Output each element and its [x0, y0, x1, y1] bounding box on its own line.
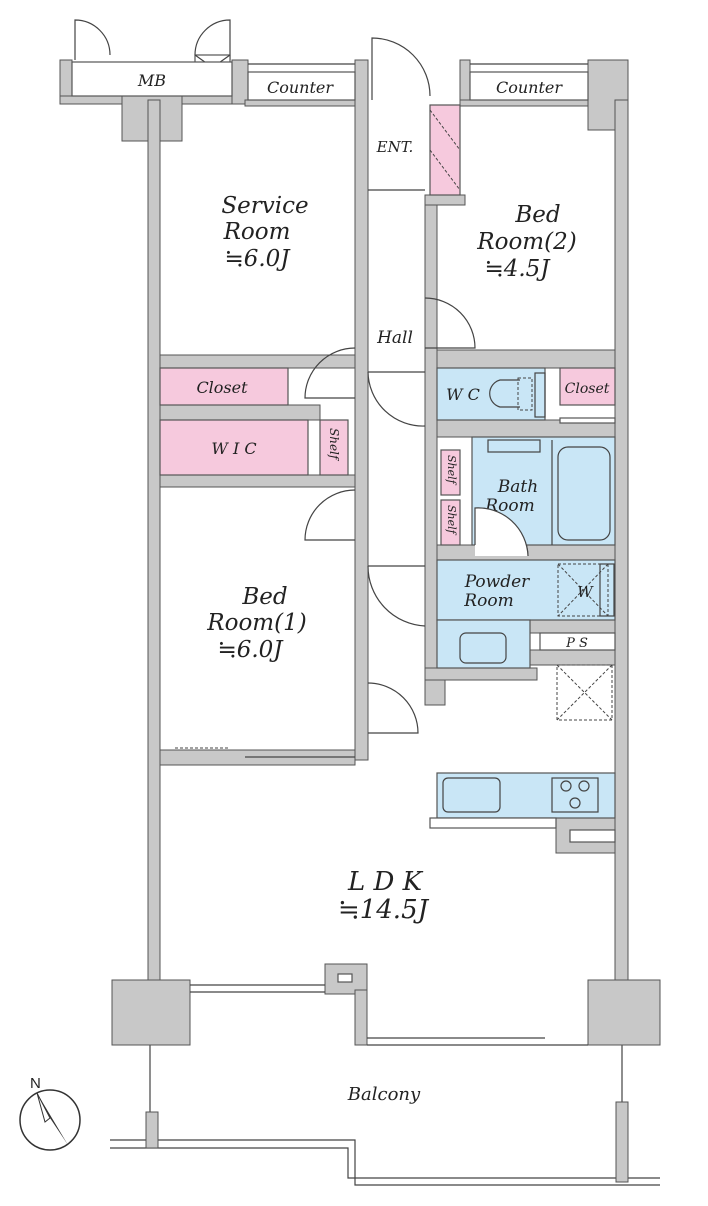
bath-label: Bath [497, 477, 538, 497]
shelf-1-label: Shelf [445, 455, 458, 486]
counter-left-label: Counter [267, 78, 334, 97]
wic [159, 419, 309, 476]
closet-right-label: Closet [565, 381, 610, 397]
wc-label: W C [446, 385, 480, 404]
washer-space: W [557, 563, 615, 617]
bedroom1-label-2: Room(1) [206, 610, 306, 636]
shelf-2 [440, 499, 461, 546]
washer-label: W [577, 583, 594, 601]
balcony-label: Balcony [347, 1084, 421, 1105]
bedroom2-size: ≒4.5J [484, 256, 551, 282]
walls [59, 59, 661, 1046]
kitchen-counter [429, 772, 616, 843]
bathtub-icon [557, 446, 611, 541]
mb-label: MB [137, 71, 166, 90]
bedroom2-label: Bed [514, 202, 560, 228]
ldk-label: L D K [347, 867, 424, 897]
hall-label: Hall [376, 328, 413, 348]
sink-icon [442, 777, 501, 813]
powder-room [436, 559, 616, 621]
ldk-size: ≒14.5J [338, 895, 430, 925]
washbasin-icon [459, 632, 507, 664]
compass-north-label: N [30, 1075, 41, 1092]
balcony: Balcony [110, 1045, 660, 1186]
bedroom1-label: Bed [241, 584, 287, 610]
bedroom2-label-2: Room(2) [476, 229, 576, 255]
entrance-label: ENT. [376, 138, 414, 156]
counter-right-label: Counter [496, 78, 563, 97]
service-room-size: ≒6.0J [224, 246, 291, 272]
closet-left [159, 367, 289, 406]
shelf-2-label: Shelf [445, 505, 458, 536]
service-room-label: Service [221, 193, 308, 219]
counter-right [469, 71, 589, 101]
toilet-icon [489, 372, 546, 418]
shelf-1 [440, 449, 461, 496]
refrigerator-space [556, 664, 613, 721]
closet-left-label: Closet [196, 378, 248, 397]
stove-icon [551, 777, 599, 813]
entrance-shoe-cabinet [429, 104, 461, 196]
bedroom1-size: ≒6.0J [217, 637, 284, 663]
powder-label-2: Room [463, 591, 513, 611]
compass-icon: N [19, 1075, 81, 1151]
powder-label: Powder [464, 572, 530, 592]
shelf-wic [319, 419, 349, 476]
wic-label: W I C [211, 439, 256, 458]
closet-right [559, 367, 616, 406]
service-room-label-2: Room [223, 219, 291, 245]
mb-box [71, 61, 233, 97]
counter-left [247, 71, 356, 101]
ps-label: P S [565, 636, 588, 651]
ps [539, 632, 616, 651]
shelf-wic-label: Shelf [327, 428, 341, 462]
